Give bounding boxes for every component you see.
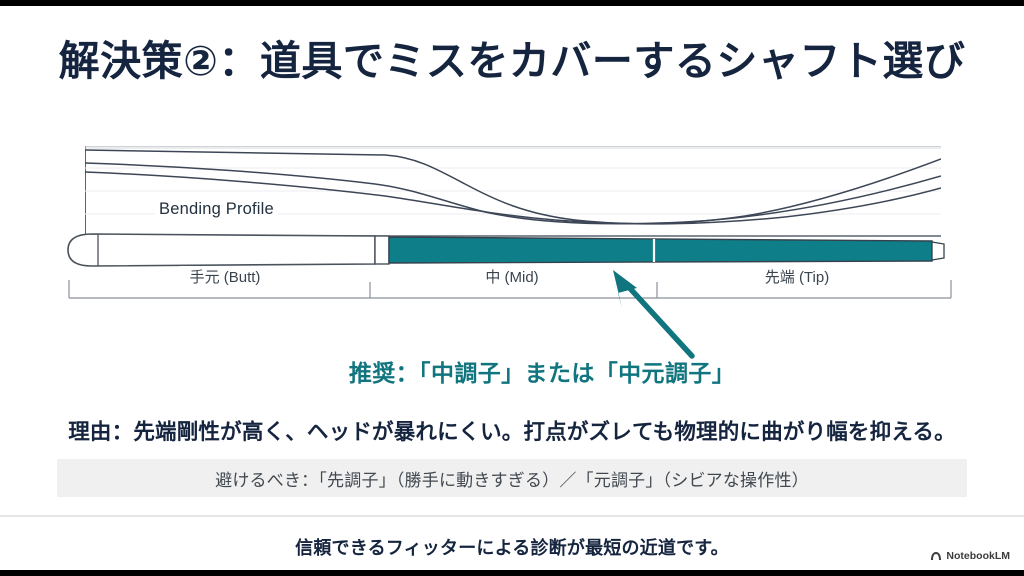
page-title: 解決策②：道具でミスをカバーするシャフト選び [58,38,966,84]
chart-label: Bending Profile [155,200,278,219]
section-label-tip: 先端 (Tip) [754,266,840,287]
notebooklm-brand-label: NotebookLM [946,549,1010,562]
arrow-head [613,270,637,308]
chart-frame [85,146,941,238]
letterbox-bottom [0,570,1024,576]
footer-divider [0,515,1024,517]
section-label-mid: 中 (Mid) [475,266,549,287]
section-ruler: 手元 (Butt) 中 (Mid) 先端 (Tip) [60,266,960,312]
chart-curves [85,147,941,237]
reason-text: 理由：先端剛性が高く、ヘッドが暴れにくい。打点がズレても物理的に曲がり幅を抑える… [68,420,956,444]
profile-curve-c [85,171,941,225]
ruler-svg [68,280,952,299]
notebooklm-logo-icon [931,552,942,560]
letterbox-top [0,0,1024,6]
recommendation-text: 推奨：「中調子」または「中元調子」 [0,354,1024,388]
shaft-svg [67,233,945,267]
butt-ferrule [374,235,390,265]
arrow-shaft [623,281,695,359]
section-label-butt: 手元 (Butt) [179,266,271,287]
bending-profile-chart: Bending Profile [85,146,941,238]
shaft-diagram [60,232,960,272]
shaft-active-section [388,236,933,264]
tip-ferrule [931,241,945,261]
callout-arrow-icon [613,270,695,359]
avoid-band: 避けるべき：「先調子」（勝手に動きすぎる）／「元調子」（シビアな操作性） [57,459,967,497]
recommendation-label: 推奨：「中調子」または「中元調子」 [348,360,736,386]
avoid-text: 避けるべき：「先調子」（勝手に動きすぎる）／「元調子」（シビアな操作性） [215,470,809,490]
footer-text: 信頼できるフィッターによる診断が最短の近道です。 [295,538,729,558]
shaft-butt-section [67,233,376,267]
notebooklm-brand: NotebookLM [930,550,1010,562]
